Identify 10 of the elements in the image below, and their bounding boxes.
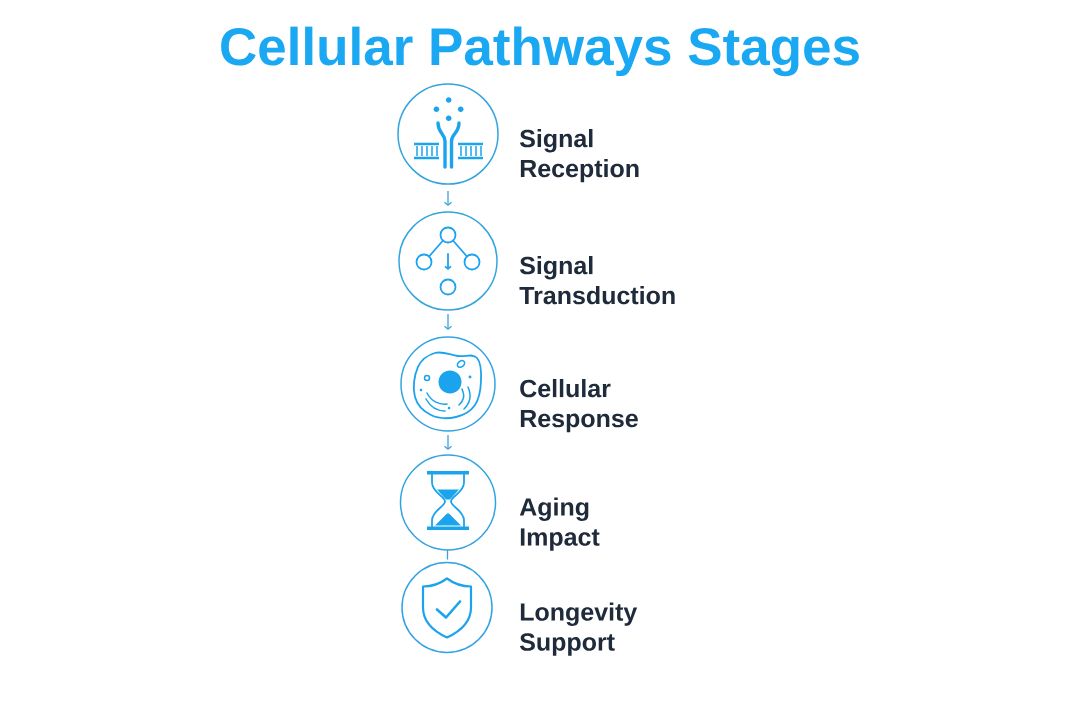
stage-label: Longevity Support: [519, 602, 638, 656]
stage-label: Cellular Response: [520, 379, 638, 433]
title: Cellular Pathways Stages: [221, 26, 859, 77]
arrow: [443, 190, 453, 206]
stage-label: Signal Reception: [519, 129, 639, 183]
stage-label: Aging Impact: [519, 497, 600, 551]
connector-line: [446, 549, 449, 561]
arrow: [443, 313, 453, 330]
arrow: [443, 434, 453, 450]
stage-label: Signal Transduction: [519, 256, 675, 305]
